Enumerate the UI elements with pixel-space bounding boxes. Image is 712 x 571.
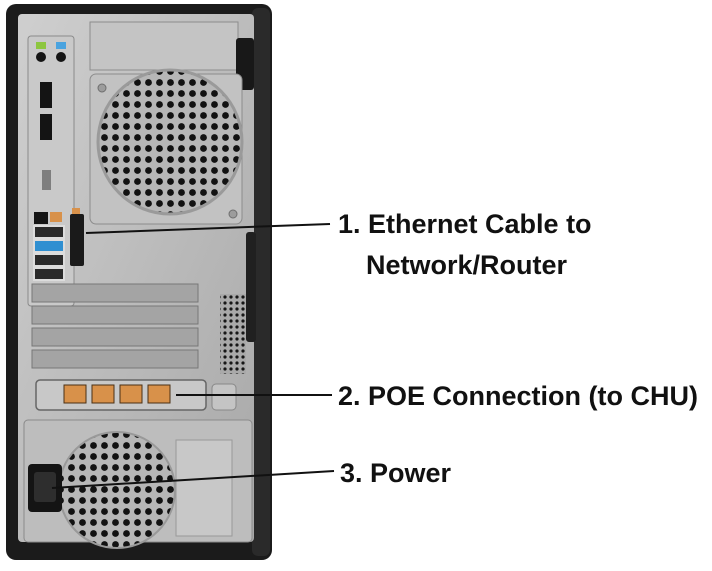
ethernet-port-icon[interactable] [70, 214, 84, 266]
io-knockout [42, 170, 51, 190]
callout-2: 2. POE Connection (to CHU) [338, 381, 698, 411]
expansion-slots [31, 283, 199, 369]
displayport-icon[interactable] [40, 82, 52, 108]
poe-ethernet-port-icon[interactable] [63, 384, 87, 404]
psu-fan-grille-icon [58, 431, 176, 549]
usb-port-icon[interactable] [33, 239, 65, 253]
callout-1-line1: 1. Ethernet Cable to [338, 209, 592, 239]
slot-clip[interactable] [211, 383, 237, 411]
audio-jack-icon[interactable] [56, 52, 66, 62]
callout-3: 3. Power [340, 458, 452, 488]
rj45-led-orange [50, 212, 62, 222]
rj45-ethernet-port-icon[interactable] [34, 212, 48, 224]
fan-grille-icon [96, 68, 244, 216]
side-vents [220, 294, 246, 374]
psu-vent-panel [175, 439, 233, 537]
poe-ethernet-port-icon[interactable] [147, 384, 171, 404]
displayport-icon[interactable] [40, 114, 52, 140]
fan-screw [97, 83, 107, 93]
top-panel-plate [89, 21, 239, 71]
usb-port-icon[interactable] [33, 225, 65, 239]
poe-ports[interactable] [63, 384, 171, 404]
poe-ethernet-port-icon[interactable] [119, 384, 143, 404]
callout-1-line2: Network/Router [366, 250, 568, 280]
latch[interactable] [246, 232, 256, 342]
case-side-strip [252, 8, 270, 556]
audio-label-green [36, 42, 46, 49]
power-socket-inner [34, 472, 56, 502]
fan-screw [228, 209, 238, 219]
ethernet-led [72, 208, 80, 214]
usb-port-icon[interactable] [33, 267, 65, 281]
poe-ethernet-port-icon[interactable] [91, 384, 115, 404]
audio-label-blue [56, 42, 66, 49]
usb-port-icon[interactable] [33, 253, 65, 267]
leader-line-3 [51, 470, 335, 489]
leader-line-1 [85, 223, 331, 234]
audio-jack-icon[interactable] [36, 52, 46, 62]
